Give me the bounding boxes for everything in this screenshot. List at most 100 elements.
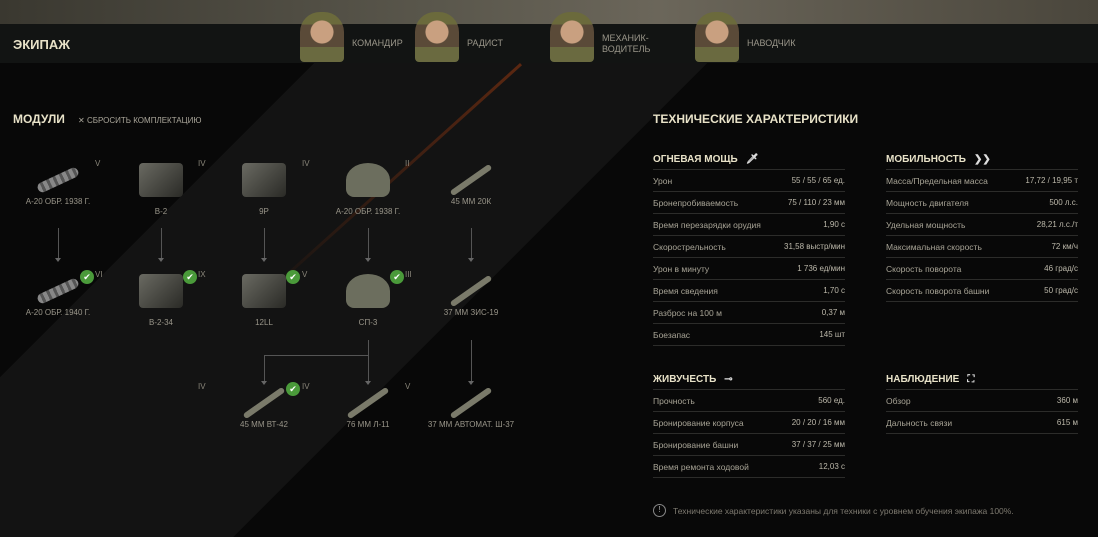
reset-configuration-button[interactable]: ✕ СБРОСИТЬ КОМПЛЕКТАЦИЮ (78, 116, 201, 125)
spec-label: Удельная мощность (886, 219, 966, 230)
spec-label: Бронепробиваемость (653, 197, 739, 208)
spec-value: 55 / 55 / 65 ед. (791, 176, 845, 185)
crew-role-label: МЕХАНИК- ВОДИТЕЛЬ (602, 32, 651, 54)
crew-member[interactable]: КОМАНДИР (300, 11, 403, 63)
arrow-down-icon (468, 258, 474, 262)
module-tier: III (405, 270, 412, 279)
section-title: МОБИЛЬНОСТЬ (886, 154, 966, 165)
module-radio[interactable]: IV 9Р (198, 159, 314, 217)
module-name: 12LL (255, 318, 273, 327)
engine-icon (139, 274, 183, 308)
module-name: В-2 (154, 207, 168, 216)
arrow-down-icon (261, 258, 267, 262)
spec-value: 1,70 с (823, 286, 845, 295)
reset-label: СБРОСИТЬ КОМПЛЕКТАЦИЮ (86, 116, 202, 125)
module-tier: IX (198, 270, 206, 279)
arrow-down-icon (365, 381, 371, 385)
avatar[interactable] (695, 11, 739, 62)
spec-label: Скорость поворота башни (886, 285, 990, 296)
spec-label: Максимальная скорость (886, 241, 982, 252)
spec-label: Скорострельность (653, 241, 726, 252)
spec-value: 1,90 с (823, 220, 845, 229)
section-header: МОБИЛЬНОСТЬ ❯❯ (886, 150, 1078, 170)
section-header: ОГНЕВАЯ МОЩЬ🗡 (653, 150, 845, 170)
crew-member[interactable]: НАВОДЧИК (695, 11, 796, 63)
checkmark-icon: ✔ (390, 270, 404, 284)
info-icon: ! (653, 504, 666, 517)
spec-label: Дальность связи (886, 417, 953, 428)
speed-chevrons-icon: ❯❯ (973, 154, 991, 165)
specs-note: ! Технические характеристики указаны для … (653, 504, 1014, 517)
note-text: Технические характеристики указаны для т… (673, 505, 1014, 516)
spec-value: 28,21 л.с./т (1036, 220, 1078, 229)
connector-line (264, 355, 265, 381)
section-title: НАБЛЮДЕНИЕ (886, 374, 960, 385)
track-icon (35, 277, 81, 305)
module-track[interactable]: VА-20 ОБР. 1940 Г.✔ (8, 270, 108, 318)
radio-icon (242, 163, 286, 197)
crew-member[interactable]: РАДИСТ (415, 11, 503, 63)
spec-value: 615 м (1056, 418, 1078, 427)
spec-value: 12,03 с (818, 462, 845, 471)
spec-value: 560 ед. (818, 396, 845, 405)
spec-value: 0,37 м (821, 308, 845, 317)
avatar[interactable] (550, 11, 594, 62)
spec-label: Скорость поворота (886, 263, 962, 274)
spec-row: Удельная мощность 28,21 л.с./т (886, 214, 1078, 236)
crew-title: ЭКИПАЖ (13, 37, 71, 52)
turret-icon (346, 163, 390, 197)
avatar[interactable] (415, 11, 459, 62)
spec-label: Бронирование башни (653, 439, 739, 450)
gun-icon (242, 386, 286, 420)
module-name: 37 ММ АВТОМАТ. Ш-37 (427, 420, 515, 429)
connector-line (368, 340, 369, 381)
connector-line (471, 340, 472, 381)
crew-role-label: КОМАНДИР (352, 38, 403, 48)
spec-value: 50 град/с (1044, 286, 1078, 295)
module-tier: IV (302, 159, 310, 168)
module-track[interactable]: IVА-20 ОБР. 1938 Г. (8, 163, 108, 207)
spec-value: 145 шт (819, 330, 845, 339)
spec-label: Время сведения (653, 285, 718, 296)
spec-value: 20 / 20 / 16 мм (791, 418, 845, 427)
sword-icon: 🗡 (745, 154, 759, 165)
hangar-backdrop (0, 0, 1098, 24)
section-header: НАБЛЮДЕНИЕ⛶ (886, 370, 1078, 390)
arrow-down-icon (55, 258, 61, 262)
module-tier: V (302, 270, 308, 279)
avatar[interactable] (300, 11, 344, 62)
connector-line (161, 228, 162, 258)
syringe-icon: ⊸ (724, 374, 733, 385)
crew-bar (0, 24, 1098, 63)
crew-member[interactable]: МЕХАНИК- ВОДИТЕЛЬ (550, 11, 651, 63)
module-name: 9Р (259, 207, 269, 216)
crew-role-label: РАДИСТ (467, 38, 503, 48)
connector-line (58, 228, 59, 258)
checkmark-icon: ✔ (286, 382, 300, 396)
module-tier: IV (198, 382, 206, 391)
spec-value: 360 м (1056, 396, 1078, 405)
background-band (0, 63, 1098, 537)
